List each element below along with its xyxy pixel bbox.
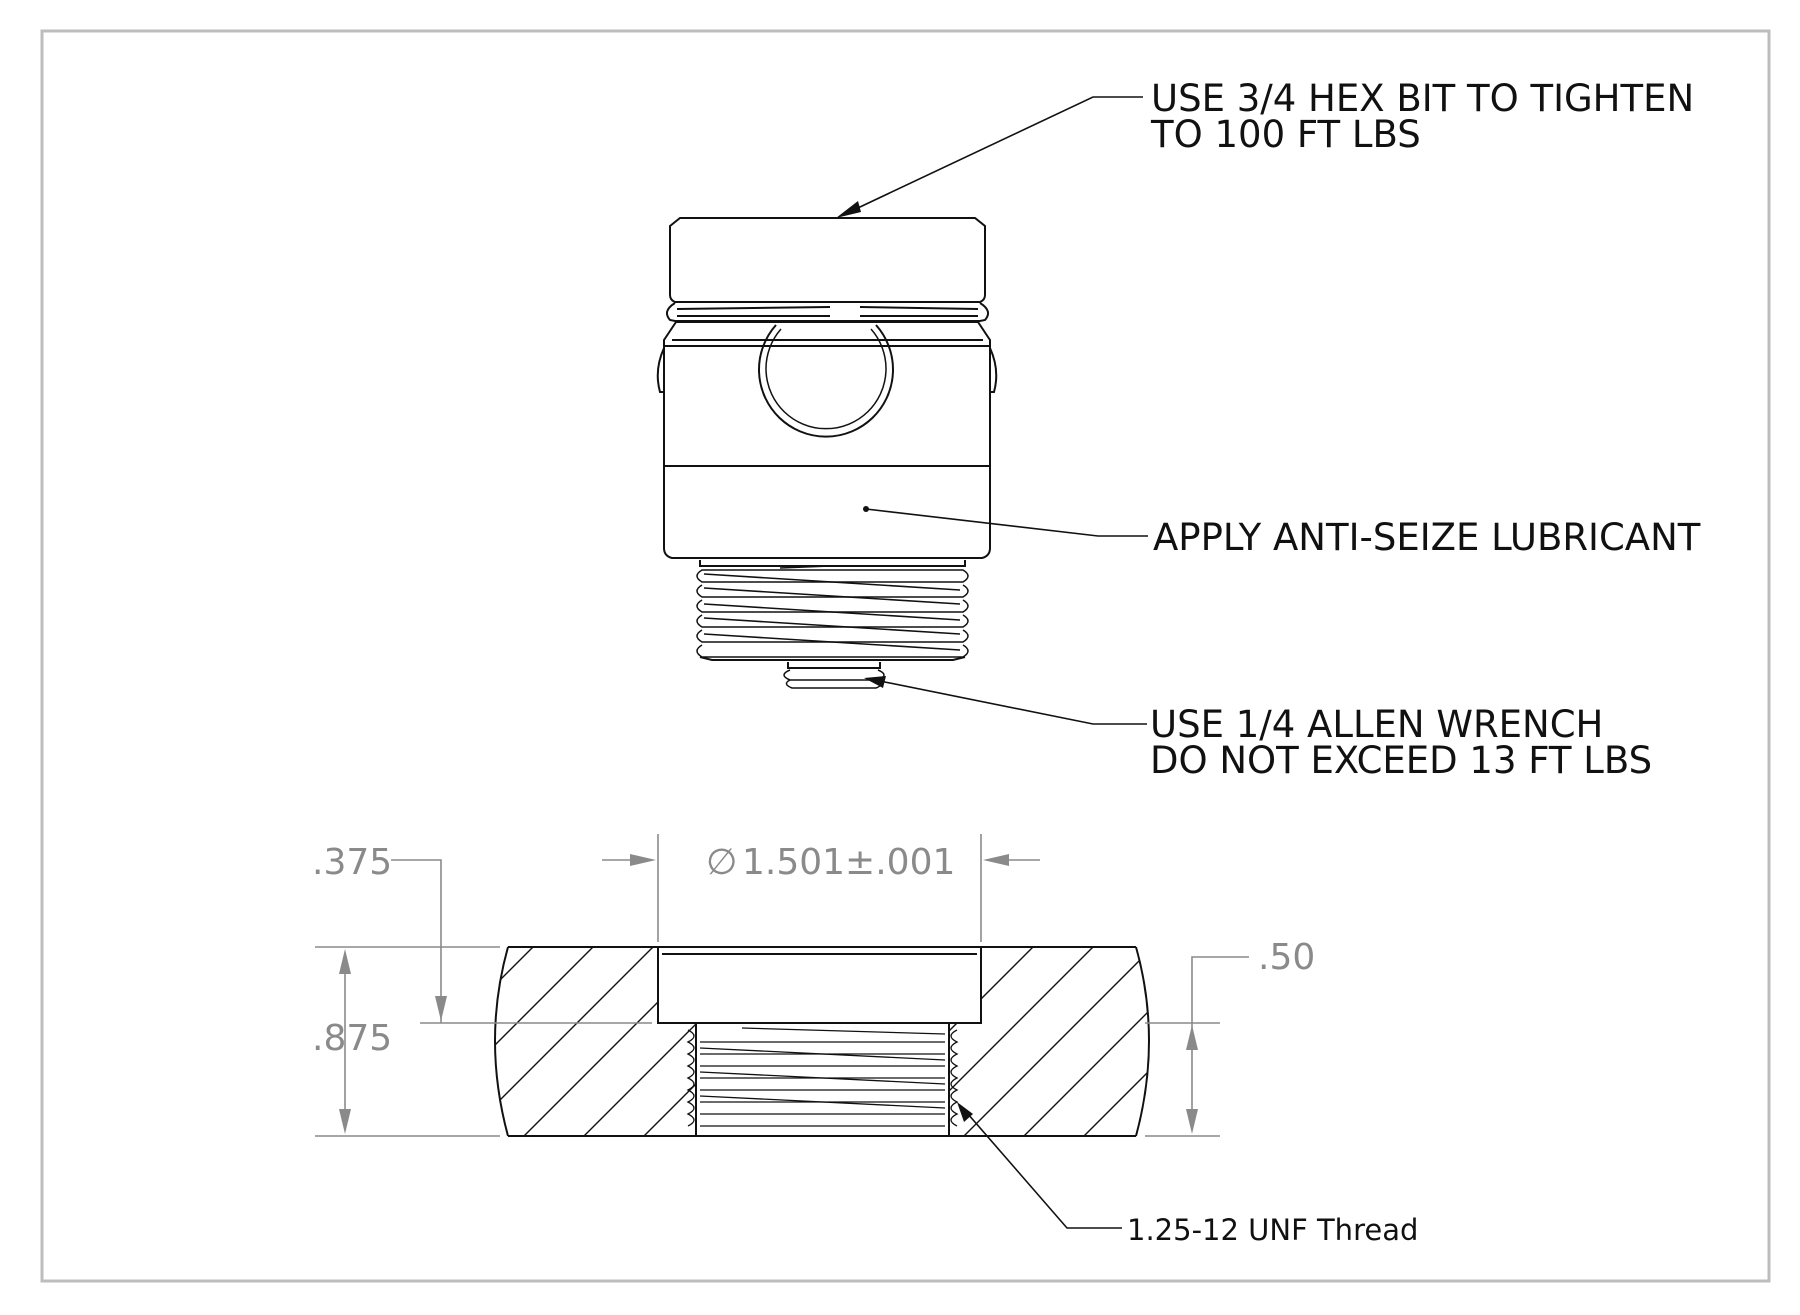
note-anti-seize: APPLY ANTI-SEIZE LUBRICANT xyxy=(1153,516,1701,559)
plug xyxy=(787,662,881,669)
leader-anti-seize xyxy=(865,508,1148,537)
dimension-arrows xyxy=(339,854,1198,1134)
fitting-body xyxy=(663,321,991,559)
fitting-elevation-view xyxy=(656,217,998,689)
note-hex-bit-line2: TO 100 FT LBS xyxy=(1150,113,1421,156)
dim-thread-depth: .50 xyxy=(1258,937,1315,978)
dim-diameter-symbol: ∅ xyxy=(706,842,737,883)
o-ring xyxy=(665,302,990,322)
note-hex-bit-line1: USE 3/4 HEX BIT TO TIGHTEN xyxy=(1151,77,1694,120)
side-port xyxy=(758,324,894,438)
dimension-lines xyxy=(315,834,1249,1229)
note-allen-line1: USE 1/4 ALLEN WRENCH xyxy=(1150,703,1603,746)
thread-stem xyxy=(699,560,966,567)
arrowhead-thread xyxy=(957,1102,973,1122)
arrowhead-hex-bit xyxy=(836,201,861,218)
dim-total-height: .875 xyxy=(312,1018,392,1059)
dim-counterbore-depth: .375 xyxy=(312,842,392,883)
leader-allen xyxy=(869,678,1147,725)
arrowhead-allen xyxy=(864,676,886,688)
internal-threads xyxy=(686,1027,959,1127)
dim-bore-diameter: 1.501±.001 xyxy=(742,842,955,883)
note-allen-line2: DO NOT EXCEED 13 FT LBS xyxy=(1150,739,1652,782)
thread-callout: 1.25-12 UNF Thread xyxy=(1127,1213,1418,1247)
anti-seize-dot xyxy=(863,506,869,512)
section-view xyxy=(494,946,1150,1137)
hex-cap xyxy=(669,217,986,303)
sheet-border xyxy=(40,29,1771,1283)
leader-hex-bit xyxy=(842,96,1143,216)
stem-threads xyxy=(696,565,969,658)
section-outline xyxy=(494,946,1150,1137)
hatch-left xyxy=(495,947,696,1136)
